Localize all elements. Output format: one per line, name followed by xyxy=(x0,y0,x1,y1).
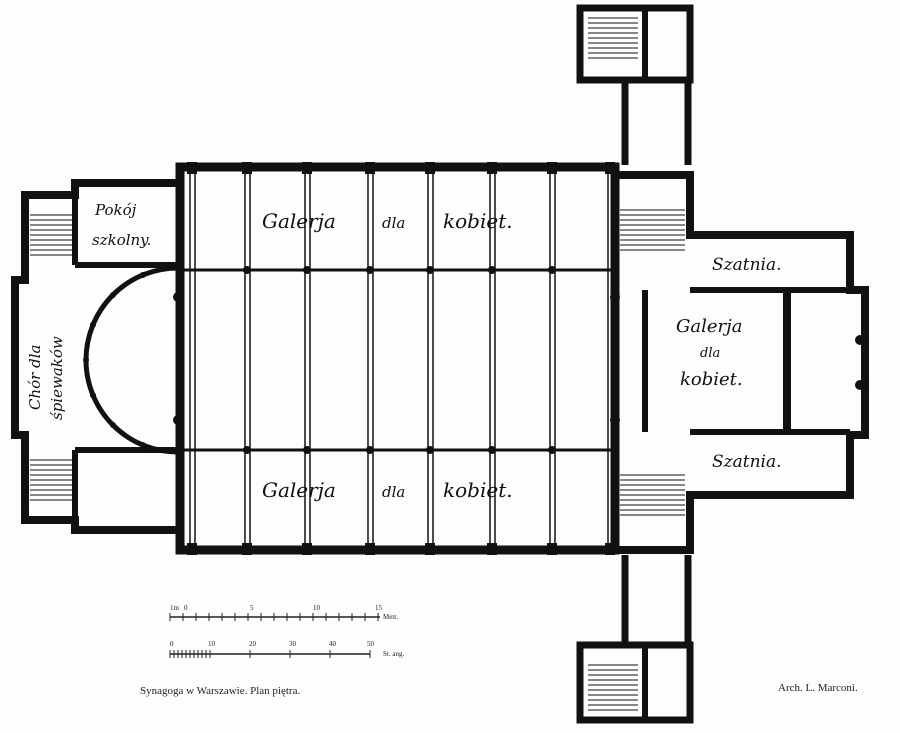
right-wing-wall xyxy=(615,171,869,554)
architect-credit: Arch. L. Marconi. xyxy=(778,682,858,694)
pier xyxy=(547,543,557,555)
apse-arc xyxy=(83,265,179,455)
column xyxy=(303,446,311,454)
feet-tick-30: 30 xyxy=(289,640,297,648)
feet-tick-10: 10 xyxy=(208,640,216,648)
metric-tick-5: 5 xyxy=(250,604,254,612)
feet-tick-40: 40 xyxy=(329,640,337,648)
apse-column xyxy=(90,392,97,399)
apse-column xyxy=(109,291,116,298)
column xyxy=(426,266,434,274)
apse-column xyxy=(139,272,146,279)
pier xyxy=(487,162,497,174)
apse-column xyxy=(139,441,146,448)
pier xyxy=(242,543,252,555)
pier xyxy=(187,543,197,555)
scale-bar-feet xyxy=(169,650,371,658)
gallery-right-label-2: dla xyxy=(700,346,720,361)
caption: Synagoga w Warszawie. Plan piętra. xyxy=(140,685,300,697)
choir-label-2: śpiewaków xyxy=(48,336,66,420)
column xyxy=(173,415,183,425)
cloakroom-bottom-label: Szatnia. xyxy=(712,452,782,472)
pier xyxy=(605,543,615,555)
gallery-bottom-label: Galerja xyxy=(262,478,336,502)
pier xyxy=(365,543,375,555)
pier xyxy=(425,543,435,555)
column xyxy=(548,446,556,454)
column xyxy=(610,415,620,425)
gallery-bottom-label-2: dla xyxy=(382,483,405,501)
school-room-label-2: szkolny. xyxy=(92,231,151,249)
cloakroom-top-label: Szatnia. xyxy=(712,255,782,275)
gallery-bottom-label-3: kobiet. xyxy=(443,478,513,502)
gallery-right-label-3: kobiet. xyxy=(680,369,743,390)
column xyxy=(366,446,374,454)
column xyxy=(488,266,496,274)
tower-top xyxy=(576,4,694,84)
metric-tick-10: 10 xyxy=(313,604,321,612)
main-hall-wall xyxy=(175,162,620,555)
column xyxy=(303,266,311,274)
gallery-top-label-3: kobiet. xyxy=(443,209,513,233)
gallery-top-label: Galerja xyxy=(262,209,336,233)
metric-tick-0: 0 xyxy=(184,604,188,612)
pier xyxy=(605,162,615,174)
column xyxy=(243,266,251,274)
pier xyxy=(365,162,375,174)
pier xyxy=(242,162,252,174)
apse-column xyxy=(175,265,181,271)
apse-column xyxy=(90,321,97,328)
column xyxy=(426,446,434,454)
column xyxy=(548,266,556,274)
apse-column xyxy=(175,449,181,455)
choir-label: Chór dla xyxy=(26,345,44,410)
column xyxy=(366,266,374,274)
apse-column xyxy=(83,357,89,363)
school-room-label: Pokój xyxy=(94,201,137,219)
feet-tick-0: 0 xyxy=(170,640,174,648)
scale-bar-metric xyxy=(169,613,380,621)
column xyxy=(855,380,865,390)
feet-tick-50: 50 xyxy=(367,640,375,648)
apse-column xyxy=(109,422,116,429)
metric-tick-1m: 1m xyxy=(170,604,180,612)
metric-tick-15: 15 xyxy=(375,604,383,612)
tower-bottom xyxy=(576,641,694,724)
pier xyxy=(547,162,557,174)
pier xyxy=(425,162,435,174)
pier xyxy=(302,162,312,174)
column xyxy=(173,292,183,302)
gallery-top-label-2: dla xyxy=(382,214,405,232)
column xyxy=(610,292,620,302)
feet-label: St. ang. xyxy=(383,650,404,658)
gallery-right-label: Galerja xyxy=(676,316,742,337)
column xyxy=(855,335,865,345)
pier xyxy=(487,543,497,555)
pier xyxy=(187,162,197,174)
metric-label: Metr. xyxy=(383,613,398,621)
column xyxy=(243,446,251,454)
pier xyxy=(302,543,312,555)
column xyxy=(488,446,496,454)
feet-tick-20: 20 xyxy=(249,640,257,648)
